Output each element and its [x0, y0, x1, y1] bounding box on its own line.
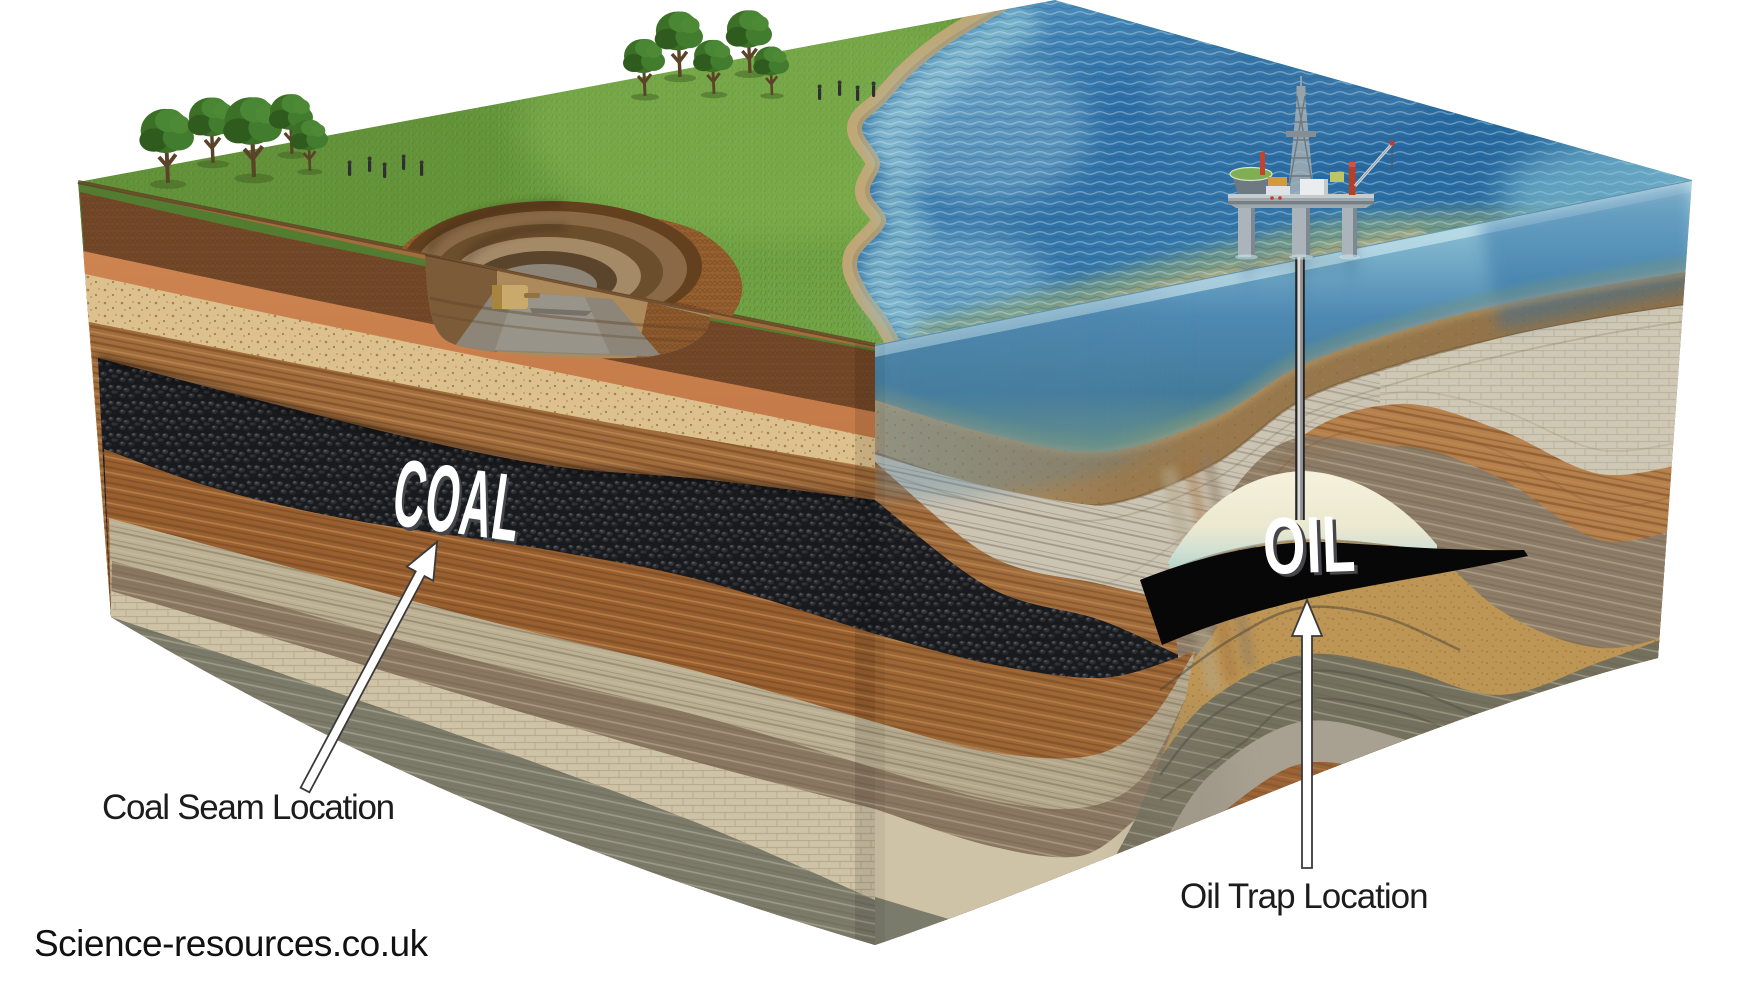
- svg-text:Science-resources.co.uk: Science-resources.co.uk: [34, 923, 429, 964]
- svg-text:OIL: OIL: [1262, 499, 1358, 591]
- svg-text:Oil Trap Location: Oil Trap Location: [1180, 877, 1428, 916]
- svg-text:Coal Seam Location: Coal Seam Location: [102, 788, 394, 827]
- svg-text:COAL: COAL: [389, 442, 530, 565]
- svg-text:COAL: COAL: [387, 439, 528, 562]
- svg-text:OIL: OIL: [1265, 502, 1361, 594]
